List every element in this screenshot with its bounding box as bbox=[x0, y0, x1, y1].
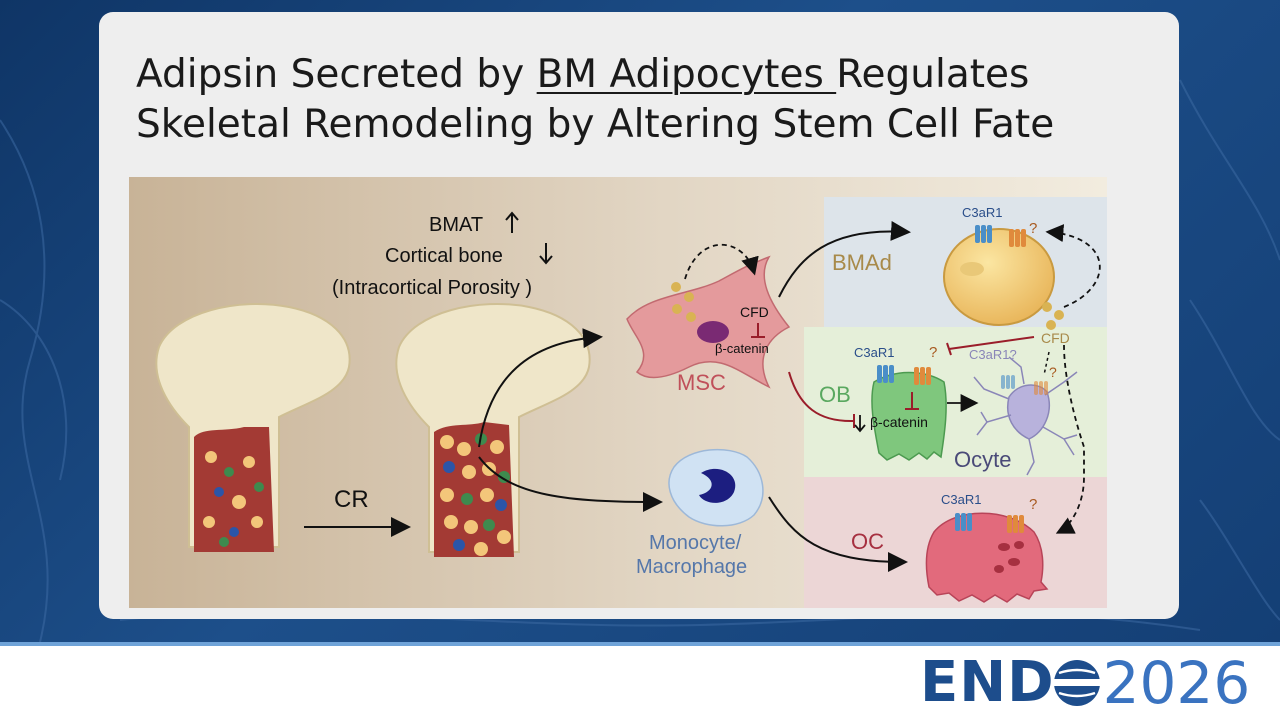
macrophage-label: Macrophage bbox=[636, 556, 747, 578]
msc-cfd-label: CFD bbox=[740, 304, 769, 320]
bone-right bbox=[395, 303, 591, 557]
bmad-cell bbox=[943, 228, 1055, 326]
arrow-msc-to-bmad bbox=[778, 221, 911, 298]
arrow-to-msc bbox=[478, 328, 603, 448]
bmad-question-mark: ? bbox=[1029, 220, 1037, 237]
ocyte-receptor-blue-icon bbox=[1001, 375, 1015, 389]
bmat-up-arrow bbox=[505, 211, 519, 233]
oc-receptor-blue-icon bbox=[955, 513, 972, 531]
ob-down-arrow bbox=[854, 415, 866, 433]
msc-beta-catenin-label: β-catenin bbox=[715, 341, 769, 356]
bmad-c3ar1-label: C3aR1 bbox=[962, 205, 1002, 220]
msc-secreted-dots bbox=[671, 282, 696, 322]
graphical-abstract: CR BMAT Cortical bone (Intracortical Por… bbox=[129, 177, 1107, 608]
bmad-secreted-dots bbox=[1042, 302, 1064, 330]
endo-logo: END 2026 bbox=[920, 649, 1251, 717]
bmad-receptor-orange-icon bbox=[1009, 229, 1026, 247]
bmad-cfd-label: CFD bbox=[1041, 330, 1070, 346]
oc-c3ar1-label: C3aR1 bbox=[941, 492, 981, 507]
ob-question-mark: ? bbox=[929, 344, 937, 361]
bmat-label: BMAT bbox=[429, 214, 483, 236]
arrow-monocyte-to-oc bbox=[768, 496, 908, 572]
oc-receptor-orange-icon bbox=[1007, 515, 1024, 533]
globe-icon bbox=[1053, 660, 1100, 706]
cortical-label: Cortical bone bbox=[385, 245, 503, 267]
slide-title: Adipsin Secreted by BM Adipocytes Regula… bbox=[136, 50, 1166, 150]
monocyte-label: Monocyte/ bbox=[649, 532, 742, 554]
cr-label: CR bbox=[334, 486, 369, 513]
ob-receptor-orange-icon bbox=[914, 367, 931, 385]
ob-receptor-blue-icon bbox=[877, 365, 894, 383]
logo-year-text: 2026 bbox=[1102, 649, 1251, 717]
cfd-to-ob-bar bbox=[946, 342, 952, 356]
marrow-cells-left bbox=[203, 451, 264, 547]
title-part-2: Regulates Skeletal Remodeling by Alterin… bbox=[136, 52, 1055, 147]
monocyte-cell bbox=[668, 448, 764, 527]
cortical-down-arrow bbox=[539, 243, 553, 265]
cfd-to-ob-inhibition bbox=[948, 336, 1035, 350]
ocyte-receptor-orange-icon bbox=[1034, 381, 1048, 395]
title-part-1: Adipsin Secreted by bbox=[136, 52, 537, 97]
cfd-to-ocyte-dashed bbox=[1043, 351, 1050, 376]
logo-brand-text: END bbox=[920, 650, 1055, 715]
bmad-label: BMAd bbox=[832, 250, 892, 275]
msc-cell bbox=[626, 255, 791, 389]
oc-question-mark: ? bbox=[1029, 496, 1037, 513]
bmad-autocrine-arrow bbox=[1045, 224, 1101, 308]
oc-cell bbox=[925, 512, 1049, 603]
msc-label: MSC bbox=[677, 370, 726, 395]
bone-left bbox=[155, 303, 351, 552]
ob-beta-catenin-label: β-catenin bbox=[870, 414, 928, 430]
bmad-to-oc-dashed-arrow bbox=[1055, 344, 1085, 534]
arrow-to-monocyte bbox=[478, 456, 663, 512]
ocyte-cell bbox=[973, 356, 1078, 476]
ocyte-question-mark: ? bbox=[1049, 364, 1057, 380]
slide-card: Adipsin Secreted by BM Adipocytes Regula… bbox=[99, 12, 1179, 619]
ocyte-c3ar1-label: C3aR1? bbox=[969, 347, 1017, 362]
ob-c3ar1-label: C3aR1 bbox=[854, 345, 894, 360]
porosity-label: (Intracortical Porosity ) bbox=[332, 277, 532, 299]
ocyte-label: Ocyte bbox=[954, 447, 1011, 472]
ob-label: OB bbox=[819, 382, 851, 407]
title-underlined: BM Adipocytes bbox=[536, 52, 837, 97]
msc-to-ob-inhibition bbox=[788, 371, 855, 423]
bmad-receptor-blue-icon bbox=[975, 225, 992, 243]
oc-label: OC bbox=[851, 529, 884, 554]
ob-panel bbox=[804, 327, 1107, 477]
